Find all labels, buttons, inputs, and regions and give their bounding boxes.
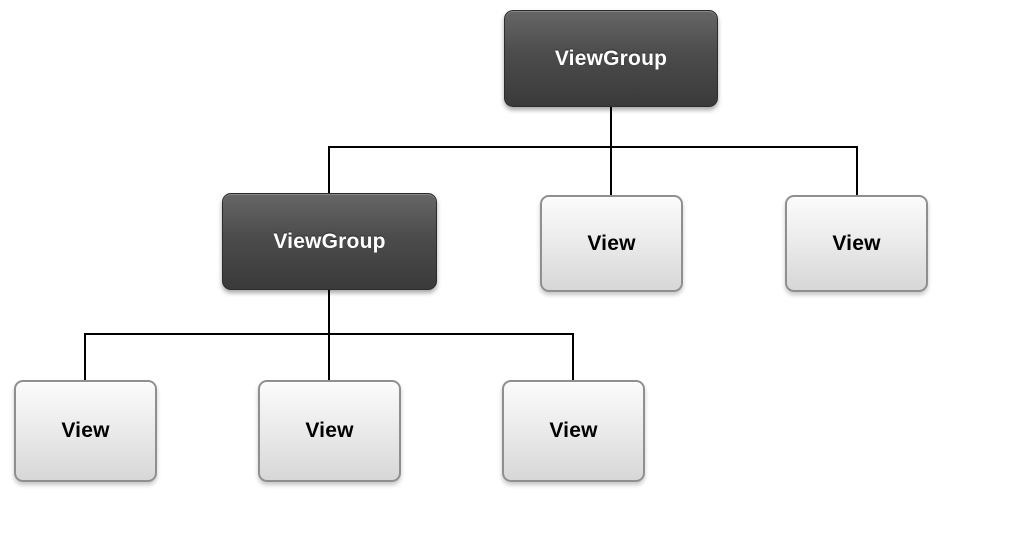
node-view-bottom-right: View	[502, 380, 645, 482]
node-view-top-mid: View	[540, 195, 683, 292]
node-label: View	[61, 419, 110, 442]
node-view-bottom-left: View	[14, 380, 157, 482]
node-label: View	[305, 419, 354, 442]
node-viewgroup-root: ViewGroup	[504, 10, 718, 107]
edge-top-horizontal	[328, 146, 858, 148]
node-view-top-right: View	[785, 195, 928, 292]
edge-to-view-bottom-left-vertical	[84, 333, 86, 380]
node-viewgroup-child: ViewGroup	[222, 193, 437, 290]
edge-viewgroup2-to-mid-vertical	[328, 290, 330, 380]
node-label: View	[549, 419, 598, 442]
node-label: View	[832, 231, 881, 255]
edge-bottom-horizontal	[84, 333, 574, 335]
node-label: ViewGroup	[273, 229, 386, 253]
edge-to-view-top-right-vertical	[856, 146, 858, 195]
node-view-bottom-mid: View	[258, 380, 401, 482]
edge-to-viewgroup2-vertical	[328, 146, 330, 193]
node-label: View	[587, 231, 636, 255]
edge-root-to-mid-vertical	[610, 107, 612, 195]
edge-to-view-bottom-right-vertical	[572, 333, 574, 380]
node-label: ViewGroup	[554, 46, 668, 70]
